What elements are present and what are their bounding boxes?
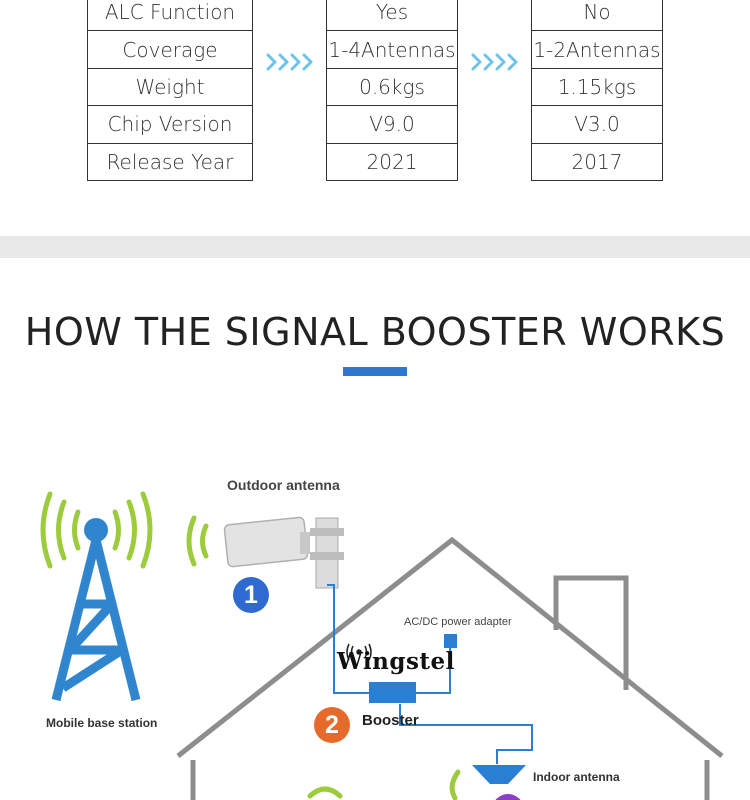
spec-old-cell: 1-2Antennas — [531, 30, 663, 69]
spec-new-cell: 1-4Antennas — [326, 30, 458, 69]
signal-waves-icon — [186, 515, 209, 567]
step-2-badge: 2 — [314, 707, 350, 743]
wifi-logo-icon — [346, 643, 372, 661]
house-outline — [176, 536, 724, 800]
power-adapter-label: AC/DC power adapter — [404, 616, 512, 628]
section-title: HOW THE SIGNAL BOOSTER WORKS — [24, 310, 726, 354]
indoor-antenna-label: Indoor antenna — [533, 770, 620, 784]
outdoor-antenna-label: Outdoor antenna — [227, 477, 340, 493]
chevron-right-icon — [266, 53, 313, 71]
spec-old-column: No 1-2Antennas 1.15kgs V3.0 2017 — [531, 0, 663, 181]
spec-new-column: Yes 1-4Antennas 0.6kgs V9.0 2021 — [326, 0, 458, 181]
booster-label: Booster — [362, 712, 419, 729]
outdoor-antenna-icon — [223, 516, 344, 589]
spec-new-cell: Yes — [326, 0, 458, 32]
booster-device-icon — [369, 682, 416, 703]
section-divider — [0, 236, 750, 258]
spec-old-cell: V3.0 — [531, 105, 663, 144]
power-adapter-icon — [444, 634, 457, 648]
spec-label-cell: ALC Function — [87, 0, 253, 32]
indoor-antenna-icon — [472, 765, 526, 784]
spec-new-cell: 2021 — [326, 142, 458, 181]
spec-old-cell: 2017 — [531, 142, 663, 181]
signal-waves-icon — [40, 491, 153, 569]
brand-logo: Wingstel — [337, 648, 455, 675]
cell-tower-icon — [51, 518, 141, 702]
spec-new-cell: V9.0 — [326, 105, 458, 144]
coax-cable — [327, 584, 533, 764]
spec-label-cell: Coverage — [87, 30, 253, 69]
spec-label-cell: Weight — [87, 67, 253, 107]
step-1-badge: 1 — [233, 577, 269, 613]
step-3-badge — [495, 794, 521, 800]
base-station-label: Mobile base station — [46, 716, 158, 730]
signal-waves-icon — [307, 769, 461, 800]
chevron-right-icon — [471, 53, 518, 71]
spec-label-column: ALC Function Coverage Weight Chip Versio… — [87, 0, 253, 181]
title-underline — [343, 367, 407, 376]
spec-label-cell: Release Year — [87, 142, 253, 181]
spec-new-cell: 0.6kgs — [326, 67, 458, 107]
spec-old-cell: 1.15kgs — [531, 67, 663, 107]
spec-label-cell: Chip Version — [87, 105, 253, 144]
